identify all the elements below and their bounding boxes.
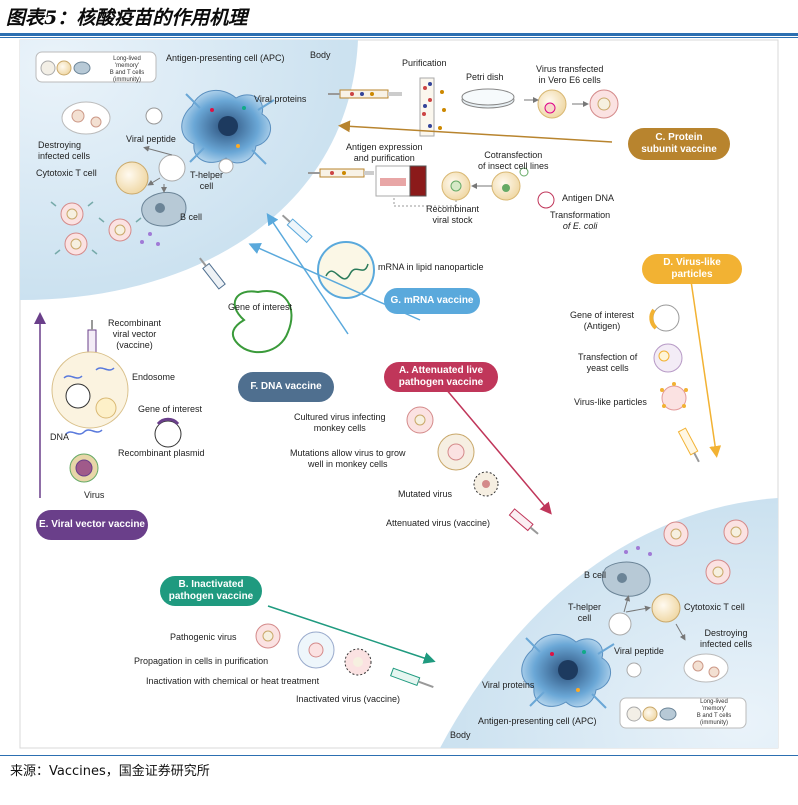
apc-label-bottom: Antigen-presenting cell (APC) — [478, 716, 597, 726]
petri-label: Petri dish — [466, 72, 504, 82]
inactivated-art — [255, 605, 436, 688]
memory-label-top: Long-lived'memory'B and T cells(immunity… — [109, 56, 145, 83]
mrna-lipid-label: mRNA in lipid nanoparticle — [378, 262, 484, 272]
bcell-label-top: B cell — [180, 212, 203, 222]
protein-art — [308, 77, 619, 209]
immune-top-art — [35, 51, 275, 256]
figure-title: 图表5：核酸疫苗的作用机理 — [6, 7, 248, 29]
bcell-label-bottom: B cell — [584, 570, 607, 580]
body-region-top — [20, 40, 358, 300]
title-rule — [0, 33, 798, 36]
attenuated-art — [406, 381, 552, 535]
recombinant-plasmid-label: Recombinant plasmid — [118, 448, 205, 458]
apc-label-top: Antigen-presenting cell (APC) — [166, 53, 285, 63]
vlp-art — [649, 273, 722, 463]
body-label-top: Body — [310, 50, 331, 60]
inactivation-label: Inactivation with chemical or heat treat… — [146, 676, 320, 686]
mutated-virus-label: Mutated virus — [398, 489, 453, 499]
dna-gene-label: Gene of interest — [228, 302, 293, 312]
viral-proteins-label-bottom: Viral proteins — [482, 680, 535, 690]
title-rule-thin — [0, 37, 798, 38]
figure-source: 来源：Vaccines，国金证券研究所 — [10, 764, 210, 779]
viral-peptide-label-bottom: Viral peptide — [614, 646, 664, 656]
immune-bottom-art — [521, 519, 749, 729]
propagation-label: Propagation in cells in purification — [134, 656, 269, 666]
antigen-dna-label: Antigen DNA — [562, 193, 615, 203]
endosome-label: Endosome — [132, 372, 176, 382]
panel-mrna-pill: G. mRNA vaccine — [384, 288, 480, 314]
apc-cell-top — [181, 90, 275, 165]
vector-gene-label: Gene of interest — [138, 404, 203, 414]
inactivated-virus-label: Inactivated virus (vaccine) — [296, 694, 401, 704]
memory-label-bottom: Long-lived'memory'B and T cells(immunity… — [696, 699, 732, 726]
apc-cell-bottom — [521, 634, 615, 709]
attenuated-virus-label: Attenuated virus (vaccine) — [386, 518, 491, 528]
vlp-particles-label: Virus-like particles — [574, 397, 647, 407]
mrna-art — [248, 213, 421, 335]
cytotoxic-label-top: Cytotoxic T cell — [36, 168, 97, 178]
panel-dna-pill: F. DNA vaccine — [238, 372, 334, 402]
purification-label: Purification — [402, 58, 447, 68]
cytotoxic-label-bottom: Cytotoxic T cell — [684, 602, 745, 612]
viral-vector-art — [34, 312, 182, 498]
pathogenic-virus-label: Pathogenic virus — [170, 632, 237, 642]
vector-dna-label: DNA — [50, 432, 70, 442]
panel-viral-vector-pill: E. Viral vector vaccine — [36, 510, 148, 540]
body-label-bottom: Body — [450, 730, 471, 740]
dna-art — [199, 257, 293, 353]
source-rule — [0, 755, 798, 756]
vector-virus-label: Virus — [84, 490, 105, 500]
vlp-gene-label: Gene of interest(Antigen) — [570, 310, 635, 331]
viral-proteins-label-top: Viral proteins — [254, 94, 307, 104]
viral-peptide-label-top: Viral peptide — [126, 134, 176, 144]
